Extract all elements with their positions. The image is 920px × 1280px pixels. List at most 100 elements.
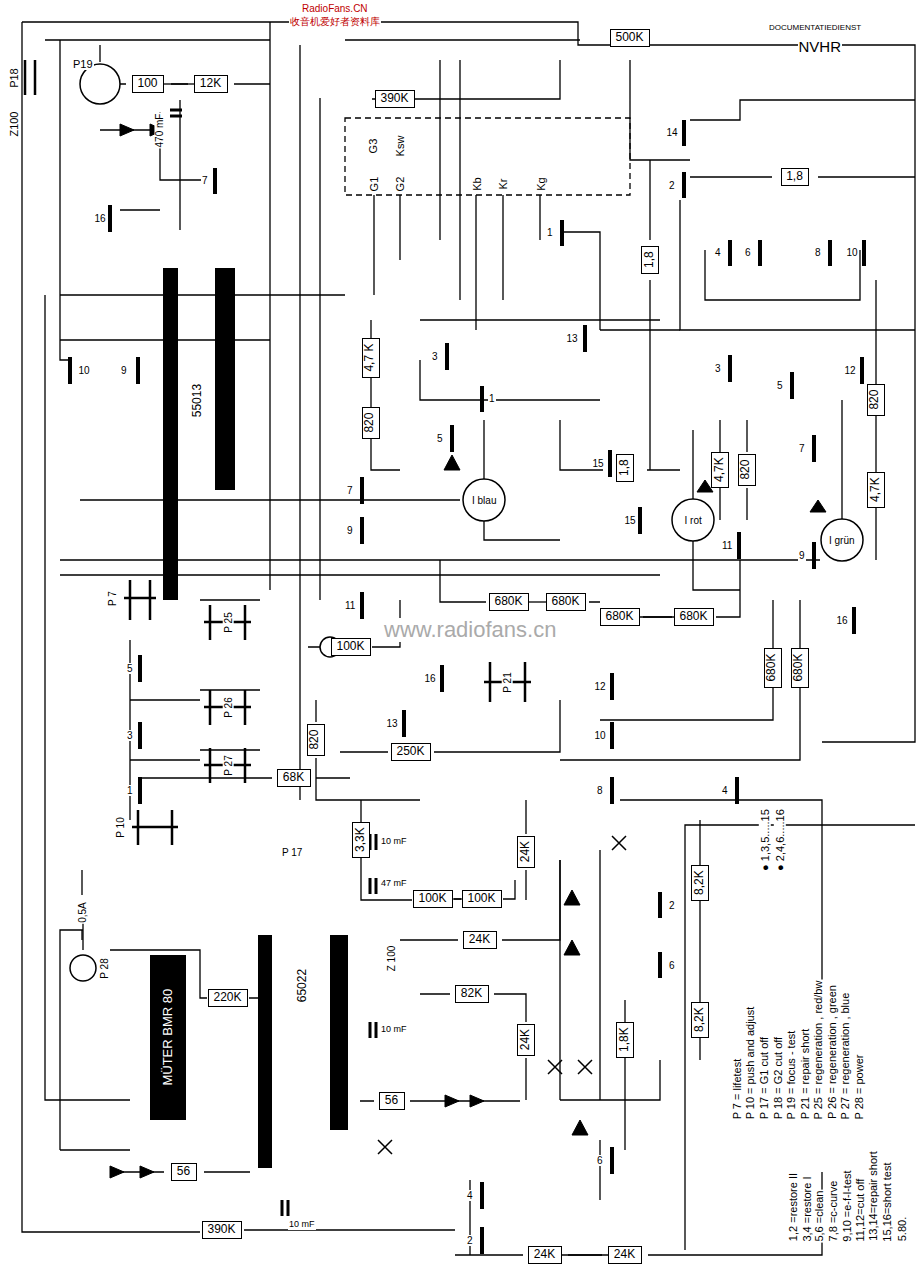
pin-name: G3 — [367, 138, 379, 155]
switch-number: 2 — [466, 1235, 474, 1246]
resistor-symbol: 24K — [463, 931, 496, 949]
capacitor-symbol — [170, 110, 376, 1216]
capacitor-value: 47 mF — [380, 879, 408, 889]
resistor-symbol: 24K — [528, 1246, 561, 1264]
resistor-symbol: 820 — [738, 454, 756, 485]
switch-name: P 26 — [223, 696, 234, 718]
meter-name: I rot — [684, 515, 703, 526]
switch-number: 11 — [721, 540, 733, 551]
capacitor-symbol — [370, 1022, 376, 1038]
switch-symbol — [482, 892, 660, 1254]
key-note: P 25 = regeneration , red/bw — [813, 979, 825, 1120]
resistor-symbol: 68K — [277, 769, 310, 787]
transformer-core — [258, 935, 272, 1168]
resistor-value: 1,8 — [786, 170, 803, 183]
pushbutton-symbol — [124, 580, 156, 620]
capacitor-value: 10 mF — [288, 1220, 316, 1230]
switch-number: 4 — [714, 247, 722, 258]
capacitor-symbol — [370, 834, 376, 850]
resistor-value: 390K — [380, 92, 408, 105]
diode-symbol — [445, 1095, 459, 1107]
capacitor-value: 470 mF — [154, 112, 165, 148]
wire-connector — [164, 83, 194, 84]
resistor-value: 8,2K — [693, 870, 706, 895]
pin-name: Kg — [534, 176, 546, 191]
wire — [45, 295, 130, 1100]
resistor-symbol: 1,8 — [781, 168, 810, 186]
switch-symbol — [70, 168, 215, 384]
switch-number: 10 — [846, 247, 859, 258]
wire — [100, 112, 205, 180]
cross-mark — [378, 836, 626, 1154]
key-note: ● 1,3,5.....15 — [759, 808, 771, 872]
switch-number: 7 — [346, 485, 354, 496]
pushbutton-symbol — [25, 60, 35, 95]
wire — [340, 700, 560, 752]
switch-number: 16 — [836, 615, 849, 626]
resistor-symbol: 250K — [391, 743, 431, 761]
switch-number: 3 — [126, 730, 134, 741]
key-note: ● 2,4,6.....16 — [774, 808, 786, 872]
resistor-symbol: 680K — [600, 608, 640, 626]
switch-symbol — [404, 665, 737, 804]
resistor-symbol: 4,7K — [867, 472, 885, 508]
wire-connector — [453, 898, 462, 899]
resistor-value: 24K — [469, 933, 490, 946]
switch-number: 8 — [814, 247, 822, 258]
diode-symbol — [110, 124, 826, 1178]
resistor-symbol: 3,3K — [352, 822, 370, 858]
switch-number: 9 — [120, 365, 128, 376]
key-note: P 27 = regeneration , blue — [840, 991, 852, 1120]
switch-number: 15 — [624, 515, 637, 526]
meter-symbol — [672, 499, 714, 541]
diode-symbol — [810, 500, 826, 512]
resistor-value: 680K — [679, 610, 707, 623]
resistor-symbol: 8,2K — [691, 865, 709, 901]
switch-number: 10 — [594, 730, 607, 741]
wire — [374, 195, 540, 330]
transformer-core — [150, 268, 348, 1168]
pushbutton-symbol — [204, 605, 251, 640]
resistor-value: 1,8K — [618, 1027, 631, 1052]
capacitor-value: 10 mF — [380, 837, 408, 847]
switch-name: P 17 — [281, 847, 303, 858]
brand-name: MÜTER BMR 80 — [161, 988, 175, 1087]
transformer-core — [150, 955, 186, 1120]
wire — [600, 850, 625, 1150]
resistor-value: 680K — [605, 610, 633, 623]
switch-number: 1 — [126, 785, 134, 796]
key-note: P 26 = regeneration , green — [826, 984, 838, 1120]
part-name: Z100 — [8, 111, 20, 138]
diode-symbol — [140, 1166, 154, 1178]
wire — [680, 200, 915, 330]
resistor-symbol: 820 — [307, 724, 325, 755]
resistor-value: 68K — [283, 771, 304, 784]
switch-number: 5 — [776, 380, 784, 391]
switch-number: 7 — [201, 175, 209, 186]
resistor-value: 8,2K — [693, 1007, 706, 1032]
resistor-symbol: 82K — [455, 985, 488, 1003]
resistor-symbol: 680K — [674, 608, 714, 626]
wire — [22, 22, 200, 1232]
wire — [685, 825, 915, 1250]
transformer-core — [163, 268, 178, 600]
resistor-symbol: 100K — [462, 890, 502, 908]
resistor-value: 24K — [519, 841, 532, 862]
switch-number: 2 — [668, 900, 676, 911]
resistor-value: 250K — [396, 745, 424, 758]
switch-number: 10 — [78, 365, 91, 376]
pin-name: Kb — [470, 176, 482, 191]
key-note: 1,2 =restore II — [787, 1172, 799, 1242]
resistor-value: 4,7 K — [364, 343, 377, 371]
meter-name: I blau — [471, 495, 497, 506]
resistor-symbol: 24K — [608, 1246, 641, 1264]
resistor-symbol: 820 — [867, 384, 885, 415]
pushbutton-symbol — [204, 690, 251, 725]
pushbutton-symbol — [484, 662, 531, 702]
capacitor-symbol — [282, 1200, 288, 1216]
resistor-symbol: 12K — [194, 75, 227, 93]
switch-name: P 21 — [502, 671, 513, 693]
key-note: P 7 = lifetest — [731, 1057, 743, 1120]
switch-number: 9 — [798, 550, 806, 561]
resistor-symbol: 390K — [202, 1221, 242, 1239]
